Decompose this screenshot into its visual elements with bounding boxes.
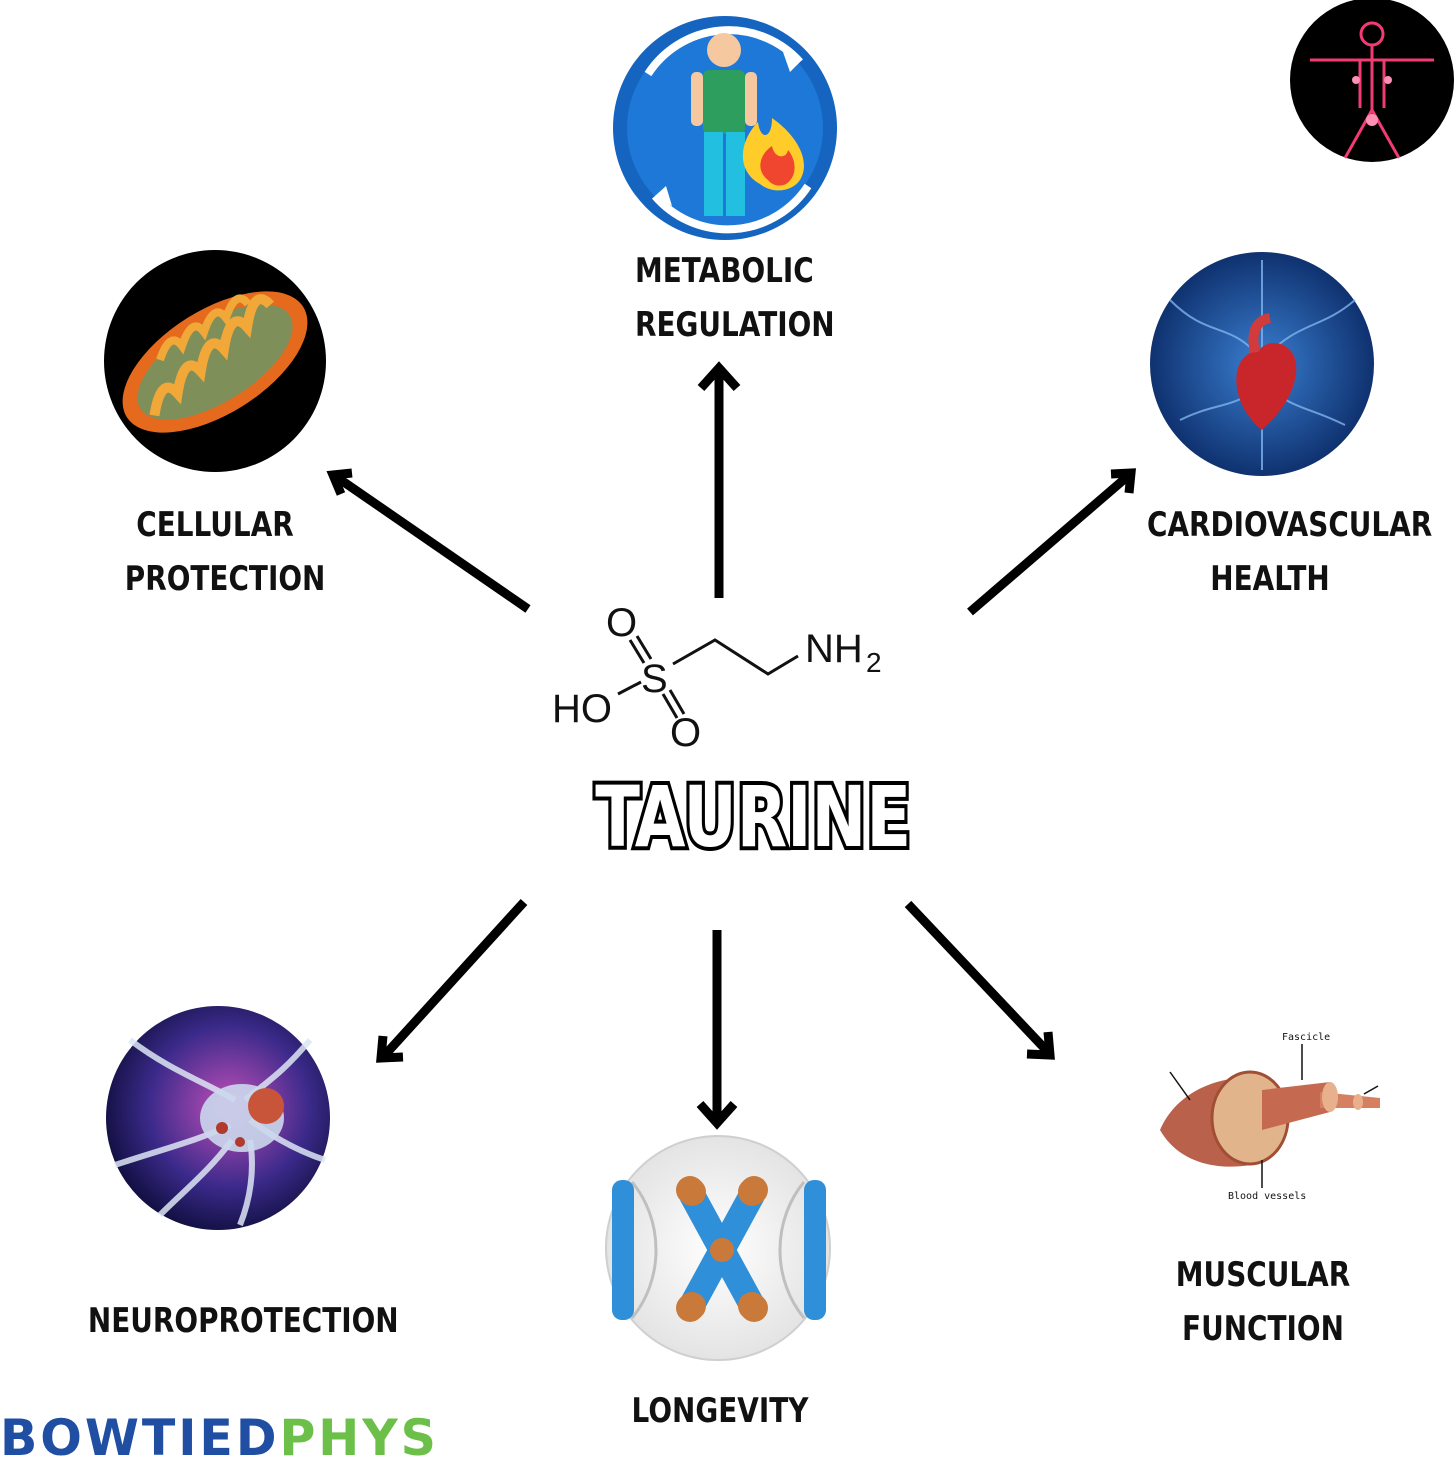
label-metabolic-regulation: METABOLIC REGULATION [635,244,835,352]
blood-vessels-label: Blood vessels [1228,1191,1306,1202]
label-line: FUNCTION [1182,1309,1344,1349]
label-line: CELLULAR [136,505,294,545]
amine-label: NH [805,627,863,671]
taurine-structure: O S HO O NH 2 [552,601,882,755]
label-line: METABOLIC [635,251,814,291]
label-cardiovascular-health: CARDIOVASCULAR HEALTH [1147,498,1433,606]
hydroxyl-label: HO [552,687,612,731]
arrow-to-cardio [967,468,1136,616]
label-line: MUSCULAR [1175,1255,1351,1295]
mitochondrion-icon [104,250,326,472]
logo-part-1: BOWTIED [0,1409,280,1467]
label-line: PROTECTION [124,559,326,599]
person-flame-icon [613,16,837,240]
amine-subscript: 2 [866,647,882,678]
logo-part-2: PHYS [279,1409,439,1467]
oxygen-bottom-label: O [670,711,701,755]
arrow-to-metabolic [697,361,741,598]
sulfur-label: S [641,657,668,701]
arrow-to-cellular [326,468,531,613]
brand-logo: BOWTIEDPHYS [0,1408,490,1468]
label-line: LONGEVITY [631,1391,809,1431]
muscle-fiber-icon: Fascicle Blood vessels [1160,1032,1380,1202]
label-longevity: LONGEVITY [630,1384,810,1438]
label-line: HEALTH [1210,559,1330,599]
fascicle-label: Fascicle [1282,1032,1330,1043]
label-neuroprotection: NEUROPROTECTION [87,1294,399,1348]
arrows [326,361,1136,1130]
chromosome-icon [605,1135,831,1361]
label-line: REGULATION [635,305,835,345]
label-muscular-function: MUSCULAR FUNCTION [1170,1248,1355,1356]
arrow-to-longevity [696,930,738,1130]
heart-icon [1150,252,1374,476]
arrow-to-muscular [904,900,1055,1060]
label-line: CARDIOVASCULAR [1147,505,1433,545]
oxygen-top-label: O [606,601,637,645]
neuron-icon [106,1006,330,1230]
taurine-title: TAURINE [592,764,914,870]
label-cellular-protection: CELLULAR PROTECTION [124,498,326,606]
label-line: NEUROPROTECTION [87,1301,399,1341]
arrow-to-neuro [376,898,528,1063]
vitruvian-body-icon [1290,0,1454,162]
